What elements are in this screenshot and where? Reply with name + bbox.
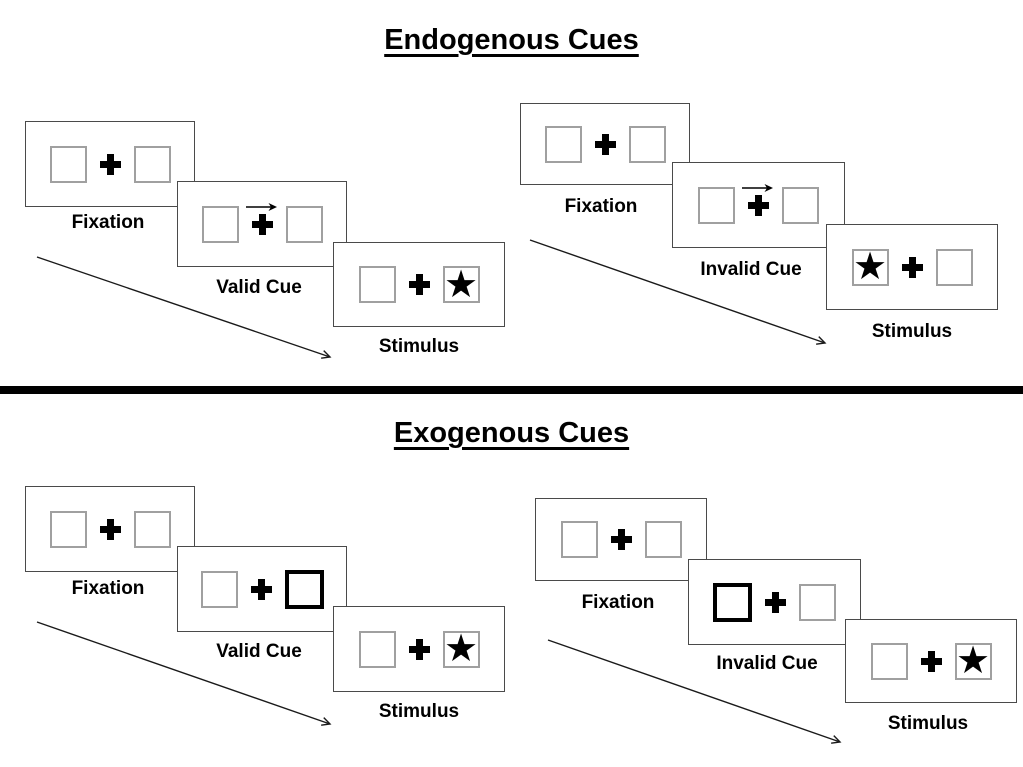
- right-placeholder-box: [628, 125, 666, 163]
- invalid-cue-label: Invalid Cue: [716, 653, 818, 674]
- fixation-cross-icon: [99, 153, 121, 175]
- right-placeholder-box: [799, 583, 836, 621]
- cue-arrow-right-icon: [742, 183, 773, 192]
- fixation-label: Fixation: [581, 592, 655, 613]
- stimulus-panel: ★: [333, 242, 505, 327]
- cue-arrow-right-icon: [245, 202, 277, 211]
- stimulus-panel: ★: [333, 606, 505, 692]
- fixation-cross-icon: [408, 638, 430, 660]
- left-placeholder-box: [49, 145, 87, 183]
- target-star-icon: ★: [955, 638, 991, 682]
- invalid-cue-label: Invalid Cue: [700, 259, 802, 280]
- valid-cue-label: Valid Cue: [216, 277, 302, 298]
- fixation-panel: [535, 498, 707, 581]
- right-placeholder-box: [644, 521, 682, 558]
- right-placeholder-box: [782, 186, 819, 224]
- left-placeholder-box: [358, 266, 396, 303]
- right-placeholder-box: [285, 205, 323, 243]
- fixation-cross-icon: [250, 578, 272, 600]
- time-arrow-exogenous-invalid: [547, 639, 842, 744]
- target-star-icon: ★: [443, 626, 479, 670]
- fixation-panel: [25, 121, 195, 207]
- fixation-label: Fixation: [564, 196, 638, 217]
- right-target-box: ★: [954, 638, 992, 682]
- fixation-cross-icon: [765, 591, 786, 613]
- endogenous-section-title: Endogenous Cues: [384, 24, 639, 56]
- fixation-cross-icon: [245, 202, 277, 235]
- left-placeholder-box: [201, 205, 239, 243]
- stimulus-panel: ★: [826, 224, 998, 310]
- right-placeholder-box: [133, 510, 171, 548]
- time-arrow-endogenous-valid: [36, 256, 332, 359]
- fixation-cross-icon: [99, 518, 121, 540]
- fixation-label: Fixation: [71, 578, 145, 599]
- right-target-box: ★: [442, 626, 480, 670]
- left-placeholder-box: [200, 570, 238, 608]
- fixation-cross-icon: [408, 274, 430, 295]
- stimulus-label: Stimulus: [378, 336, 460, 357]
- stimulus-label: Stimulus: [887, 713, 969, 734]
- left-placeholder-box: [358, 630, 396, 668]
- cue-panel: [688, 559, 861, 645]
- cue-panel: [177, 181, 347, 267]
- left-placeholder-box: [870, 642, 908, 680]
- time-arrow-exogenous-valid: [36, 621, 332, 726]
- stimulus-label: Stimulus: [871, 321, 953, 342]
- target-star-icon: ★: [852, 244, 888, 288]
- left-target-box: ★: [851, 244, 889, 288]
- fixation-cross-icon: [742, 183, 773, 216]
- left-placeholder-box: [698, 186, 735, 224]
- left-cued-box: [713, 582, 752, 622]
- valid-cue-label: Valid Cue: [216, 641, 302, 662]
- fixation-cross-icon: [610, 529, 632, 550]
- left-placeholder-box: [544, 125, 582, 163]
- cue-panel: [177, 546, 347, 632]
- fixation-panel: [520, 103, 690, 185]
- cue-panel: [672, 162, 845, 248]
- fixation-label: Fixation: [71, 212, 145, 233]
- fixation-cross-icon: [594, 133, 616, 155]
- fixation-panel: [25, 486, 195, 572]
- stimulus-panel: ★: [845, 619, 1017, 703]
- right-placeholder-box: [935, 248, 973, 286]
- left-placeholder-box: [49, 510, 87, 548]
- right-target-box: ★: [442, 261, 480, 306]
- exogenous-section-title: Exogenous Cues: [393, 417, 630, 449]
- section-divider: [0, 386, 1023, 394]
- right-placeholder-box: [133, 145, 171, 183]
- target-star-icon: ★: [443, 261, 479, 306]
- right-cued-box: [284, 569, 324, 609]
- fixation-cross-icon: [920, 650, 942, 672]
- stimulus-label: Stimulus: [378, 701, 460, 722]
- left-placeholder-box: [560, 521, 598, 558]
- time-arrow-endogenous-invalid: [529, 239, 827, 345]
- fixation-cross-icon: [901, 256, 923, 278]
